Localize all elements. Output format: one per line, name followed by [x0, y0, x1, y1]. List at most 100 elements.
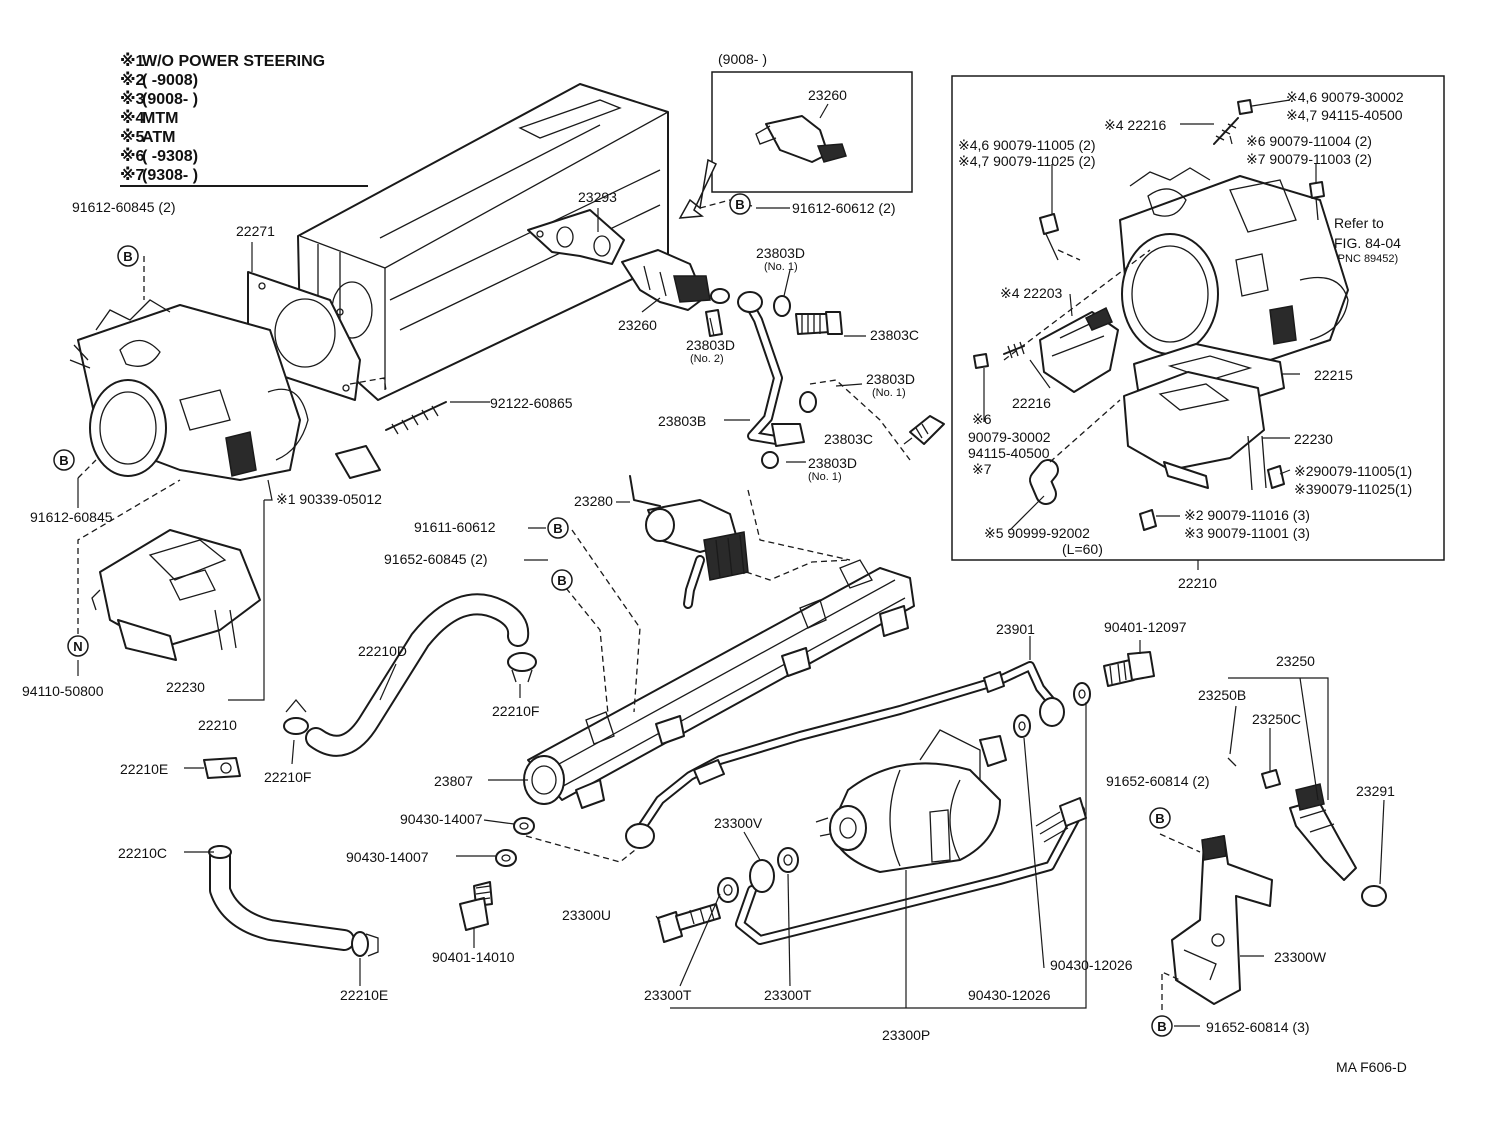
throttle-body-left-drawing — [69, 299, 309, 481]
label-91612-60845-2: 91612-60845 (2) — [72, 199, 176, 215]
dash-23280-rail — [745, 559, 851, 581]
label-23803d-no1b-sub: (No. 1) — [872, 387, 906, 399]
inset-22210-box: 22210 Refer to FIG. 84-04 (PNC 89452) — [951, 75, 1445, 591]
label-r-7-c: ※7 90079-11003 (2) — [1246, 151, 1372, 167]
label-91652-60845-2: 91652-60845 (2) — [384, 551, 488, 567]
label-90401-14010: 90401-14010 — [432, 949, 515, 965]
label-23280: 23280 — [574, 493, 613, 509]
label-r-22215: 22215 — [1314, 367, 1353, 383]
label-23300t-b: 23300T — [764, 987, 812, 1003]
label-23291: 23291 — [1356, 783, 1395, 799]
marker-b-left-bottom-text: B — [59, 453, 68, 468]
label-22210f-a: 22210F — [492, 703, 539, 719]
label-r-6-d-pn1: 90079-30002 — [968, 429, 1051, 445]
label-r-6-c: ※6 90079-11004 (2) — [1246, 133, 1372, 149]
label-r-4-22203: ※4 22203 — [1000, 285, 1063, 301]
note-text-2: ( -9008) — [142, 72, 198, 89]
label-90430-12026-a: 90430-12026 — [1050, 957, 1133, 973]
label-90339-05012: ※1 90339-05012 — [276, 491, 382, 507]
label-22210c: 22210C — [118, 845, 167, 861]
inset-22210-number: 22210 — [1178, 575, 1217, 591]
label-91611-60612: 91611-60612 — [414, 519, 496, 535]
label-94110-50800: 94110-50800 — [22, 683, 104, 699]
label-r-47-b: ※4,7 90079-11025 (2) — [958, 153, 1096, 169]
hose-22210c-drawing — [208, 845, 355, 951]
label-r-6-d: ※6 — [972, 411, 992, 427]
note-mark-1: ※1 — [120, 52, 145, 70]
label-22210d: 22210D — [358, 643, 407, 659]
label-91612-60845: 91612-60845 — [30, 509, 113, 525]
label-23250: 23250 — [1276, 653, 1315, 669]
label-23803c-2: 23803C — [824, 431, 873, 447]
label-figure-code: MA F606-D — [1336, 1059, 1407, 1075]
dash-gasket-line — [525, 835, 641, 863]
leader-lines — [77, 99, 1385, 1027]
dash-b-rail-b — [571, 529, 641, 713]
label-r-46-b: ※4,6 90079-11005 (2) — [958, 137, 1096, 153]
note-text-7: (9308- ) — [142, 167, 198, 184]
label-22210e-a: 22210E — [120, 761, 168, 777]
marker-n-text: N — [73, 639, 82, 654]
clamp-22210e-bottom-drawing — [351, 931, 379, 957]
note-mark-2: ※2 — [120, 71, 145, 89]
label-23300u: 23300U — [562, 907, 611, 923]
label-r-5-g-sub: (L=60) — [1062, 541, 1103, 557]
marker-b-bracket-top: B — [1149, 807, 1171, 829]
bolts-right-drawing — [1039, 181, 1325, 531]
marker-b-bracket-bottom-text: B — [1157, 1019, 1166, 1034]
marker-b-91611: B — [547, 517, 569, 539]
inset-arrow — [678, 158, 717, 219]
label-r-2-e: ※290079-11005(1) — [1294, 463, 1412, 479]
label-23807: 23807 — [434, 773, 473, 789]
gaskets-90430-12026-drawing — [1013, 682, 1091, 738]
dash-b-rail-a — [565, 587, 609, 715]
label-23803d-no2: 23803D — [686, 337, 735, 353]
inset-9008-header: (9008- ) — [718, 51, 767, 67]
dash-b-top — [699, 199, 753, 209]
injector-23250-drawing — [1227, 757, 1357, 881]
label-23250b: 23250B — [1198, 687, 1246, 703]
note-text-6: ( -9308) — [142, 148, 198, 165]
dash-b-bracket-top — [1159, 833, 1201, 853]
dash-b-bracket-bottom — [1161, 970, 1181, 1010]
label-r-22230: 22230 — [1294, 431, 1333, 447]
clamp-22210f-left-drawing — [283, 698, 309, 735]
refer-line-1: Refer to — [1334, 215, 1384, 231]
note-mark-3: ※3 — [120, 90, 145, 108]
marker-b-left-top: B — [117, 245, 139, 267]
label-90401-12097: 90401-12097 — [1104, 619, 1187, 635]
label-22210f-b: 22210F — [264, 769, 311, 785]
inset-9008-part: 23260 — [808, 87, 847, 103]
isc-valve-right-drawing — [1123, 371, 1267, 491]
note-text-5: ATM — [142, 129, 175, 146]
inset-9008-box: (9008- ) 23260 — [711, 51, 913, 193]
label-r-3-f: ※3 90079-11001 (3) — [1184, 525, 1310, 541]
marker-b-91611-text: B — [553, 521, 562, 536]
label-23803d-no1c: 23803D — [808, 455, 857, 471]
label-23803d-no1: 23803D — [756, 245, 805, 261]
marker-b-left-bottom: B — [53, 449, 75, 471]
label-r-47-a: ※4,7 94115-40500 — [1286, 107, 1403, 123]
label-22271: 22271 — [236, 223, 275, 239]
part-labels: 91612-60845 (2) 22271 91612-60845 94110-… — [22, 89, 1412, 1075]
note-text-3: (9008- ) — [142, 91, 198, 108]
pressure-regulator-23280-drawing — [629, 475, 749, 609]
label-22210-left: 22210 — [198, 717, 237, 733]
label-91612-60612: 91612-60612 (2) — [792, 200, 896, 216]
marker-n: N — [67, 635, 89, 657]
label-23803b: 23803B — [658, 413, 706, 429]
label-r-7-d: ※7 — [972, 461, 992, 477]
dashpot-22203-drawing — [1039, 306, 1119, 393]
label-23901: 23901 — [996, 621, 1035, 637]
label-90430-12026-b: 90430-12026 — [968, 987, 1051, 1003]
gaskets-90430-14007-drawing — [495, 817, 535, 867]
insulator-23291-drawing — [1361, 885, 1387, 907]
throttle-body-right-drawing — [1119, 167, 1349, 361]
isc-valve-left-drawing — [91, 529, 261, 661]
screw-22216-right-drawing — [973, 341, 1025, 369]
note-mark-6: ※6 — [120, 147, 145, 165]
marker-b-top: B — [729, 193, 751, 215]
label-23293: 23293 — [578, 189, 617, 205]
label-r-4-22216: ※4 22216 — [1104, 117, 1167, 133]
